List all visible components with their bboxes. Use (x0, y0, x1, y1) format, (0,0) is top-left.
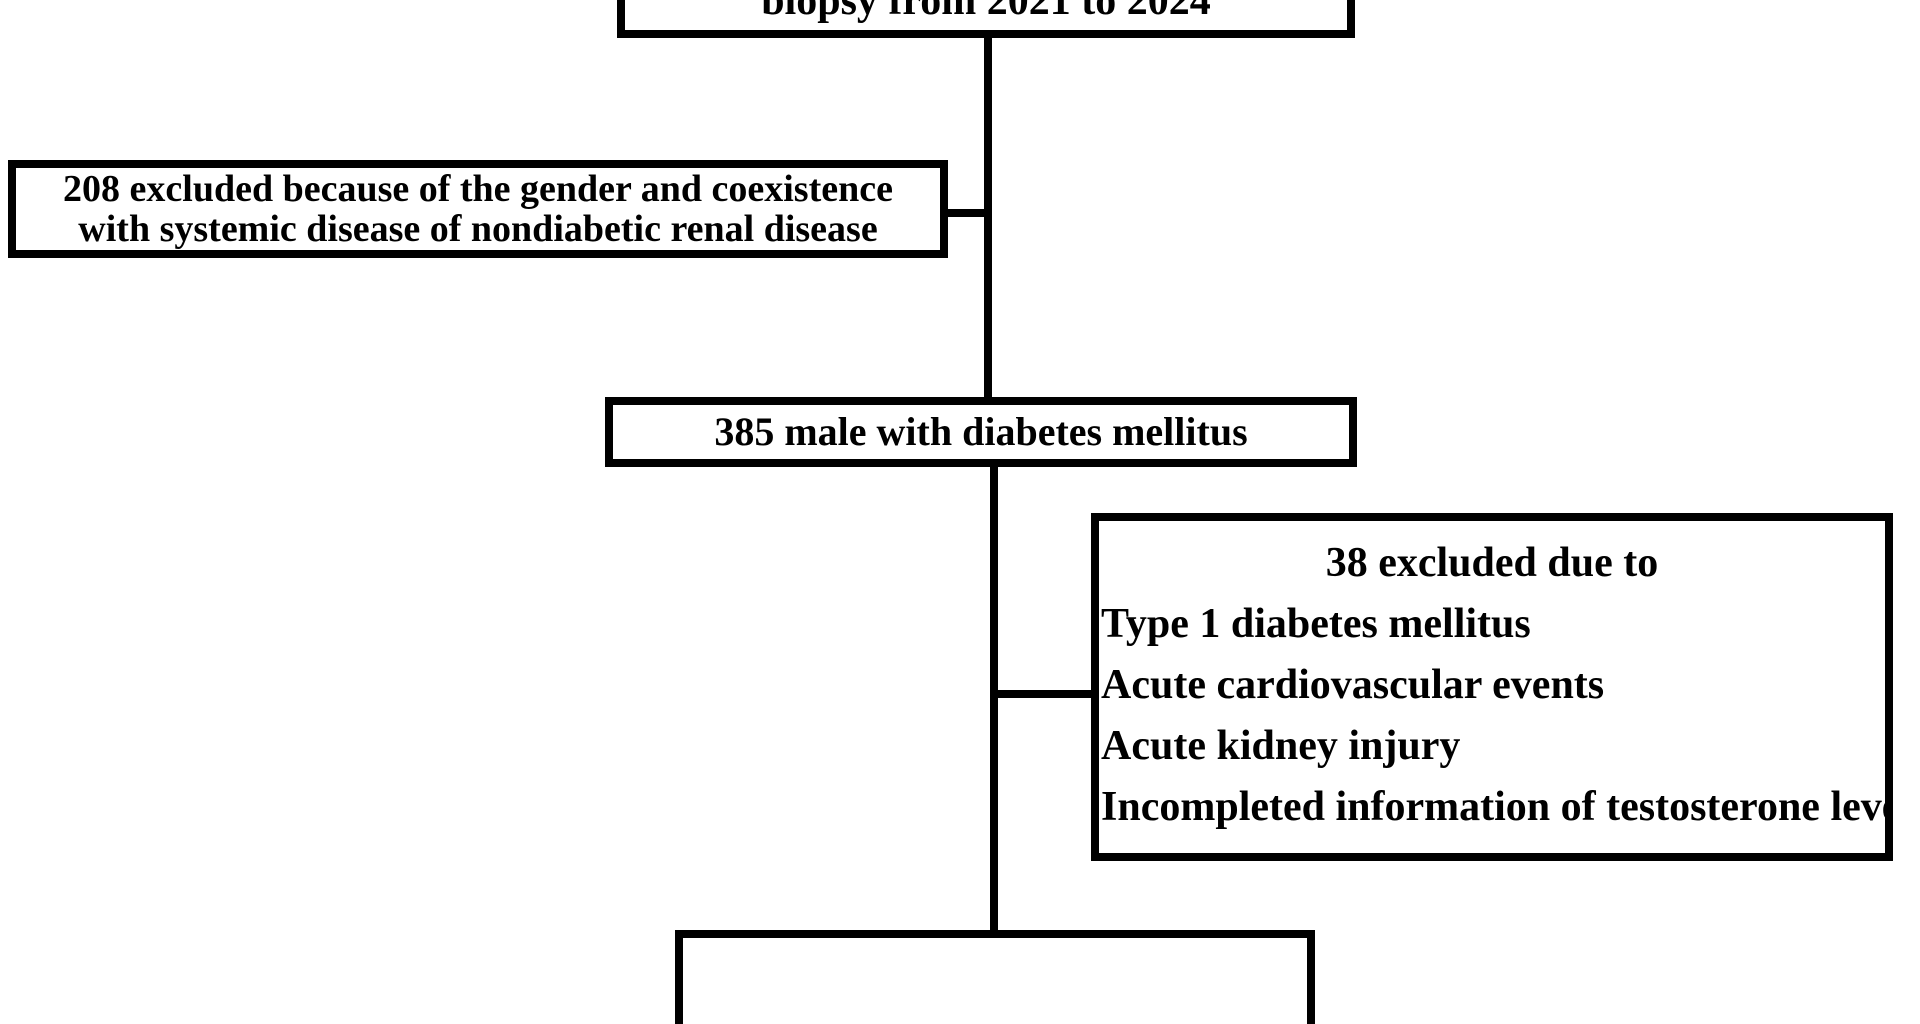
flow-box-excluded-38: 38 excluded due to Type 1 diabetes melli… (1091, 513, 1893, 861)
flow-box-final-cohort (675, 930, 1315, 1024)
connector-right-exclusion-branch (992, 690, 1093, 698)
connector-middle-to-bottom (990, 465, 998, 932)
excluded-38-title: 38 excluded due to (1325, 540, 1659, 586)
excluded-38-item-testosterone-info: Incompleted information of testosterone … (1101, 784, 1885, 830)
excluded-gender-line2: with systemic disease of nondiabetic ren… (78, 208, 878, 250)
top-cohort-text: biopsy from 2021 to 2024 (761, 0, 1211, 24)
connector-top-to-middle (984, 38, 992, 398)
flow-box-excluded-gender: 208 excluded because of the gender and c… (8, 160, 948, 258)
connector-left-exclusion-branch (944, 209, 992, 217)
male-diabetes-text: 385 male with diabetes mellitus (714, 409, 1248, 454)
flow-box-male-diabetes: 385 male with diabetes mellitus (605, 397, 1357, 467)
excluded-38-item-cardiovascular: Acute cardiovascular events (1101, 662, 1605, 708)
excluded-gender-line1: 208 excluded because of the gender and c… (63, 168, 893, 210)
flow-box-top-cohort: biopsy from 2021 to 2024 (617, 0, 1355, 38)
excluded-38-item-kidney-injury: Acute kidney injury (1101, 723, 1461, 769)
excluded-38-item-type1-diabetes: Type 1 diabetes mellitus (1101, 601, 1531, 647)
